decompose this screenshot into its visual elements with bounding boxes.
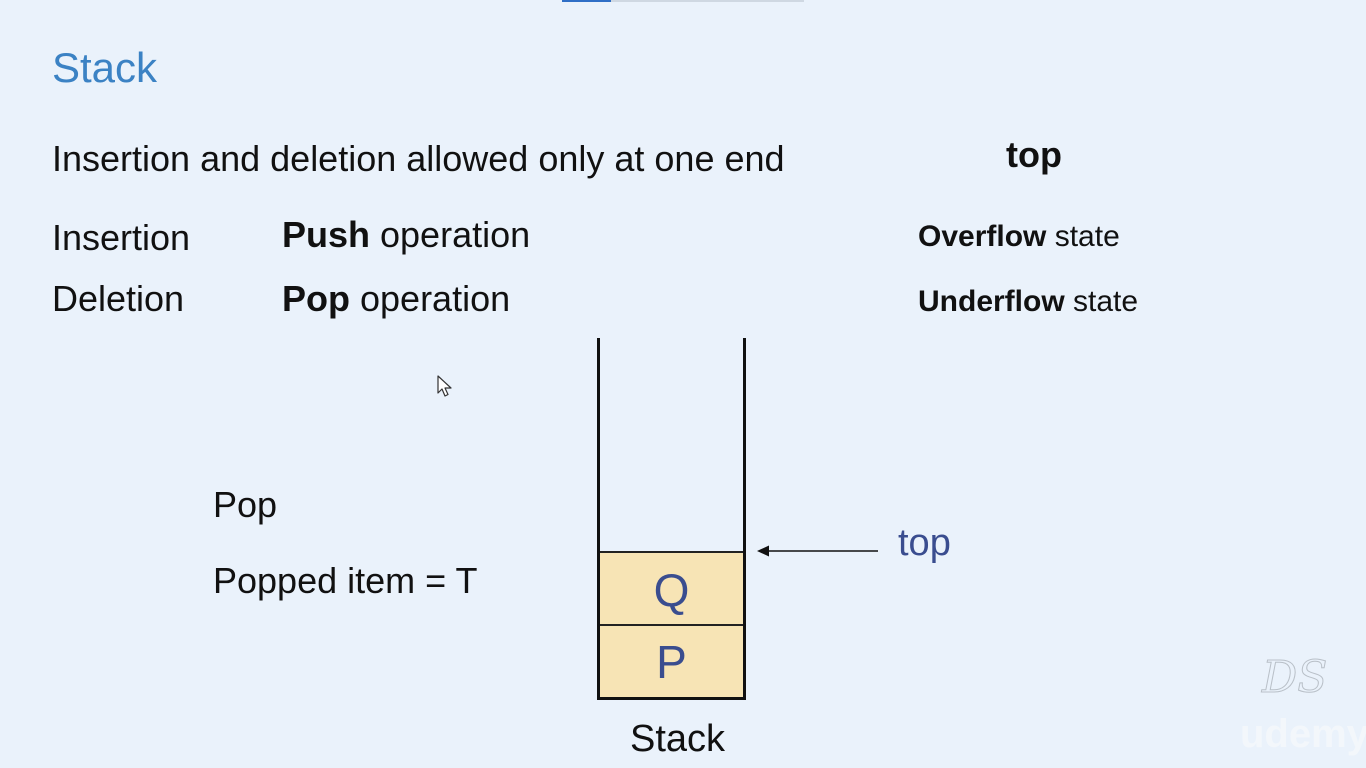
current-action: Pop (213, 484, 278, 525)
pop-operation: Pop operation (282, 278, 510, 320)
stack-base (597, 697, 746, 700)
video-progress-strip (562, 0, 804, 2)
video-progress-fill (562, 0, 611, 2)
ds-monogram-logo: DS (1261, 652, 1328, 704)
stack-item-bottom: P (600, 624, 743, 697)
stack-right-wall (743, 338, 746, 700)
mouse-cursor-icon (437, 375, 452, 397)
overflow-keyword: Overflow (918, 220, 1047, 253)
deletion-label: Deletion (52, 278, 185, 319)
underflow-keyword: Underflow (918, 285, 1065, 318)
underflow-state-suffix: state (1064, 285, 1139, 318)
overflow-state: Overflow state (918, 220, 1120, 254)
pop-keyword: Pop (282, 278, 350, 319)
udemy-watermark: udemy (1240, 712, 1366, 756)
stack-caption: Stack (630, 718, 726, 760)
pop-operation-suffix: operation (350, 278, 511, 319)
stack-item-top: Q (600, 551, 743, 626)
stack-definition: Insertion and deletion allowed only at o… (52, 138, 785, 179)
slide-title: Stack (52, 44, 158, 91)
top-pointer-label: top (898, 522, 951, 564)
insertion-label: Insertion (52, 217, 191, 258)
push-keyword: Push (282, 214, 371, 255)
end-keyword: top (1006, 134, 1062, 175)
popped-item-result: Popped item = T (213, 560, 478, 601)
stack-left-wall (597, 338, 600, 700)
push-operation: Push operation (282, 214, 530, 256)
top-pointer-arrow (757, 545, 878, 557)
overflow-state-suffix: state (1046, 220, 1120, 253)
push-operation-suffix: operation (370, 214, 531, 255)
underflow-state: Underflow state (918, 285, 1138, 319)
